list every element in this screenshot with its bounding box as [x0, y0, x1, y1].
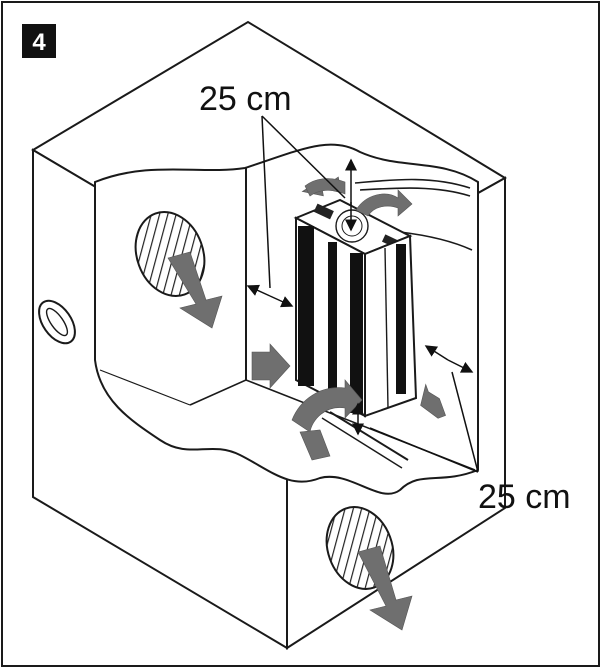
clearance-label-side: 25 cm: [478, 478, 571, 516]
airflow-arrow-icon: [167, 176, 446, 631]
step-badge: 4: [22, 24, 56, 58]
device-unit: [293, 198, 418, 418]
clearance-label-top: 25 cm: [199, 80, 292, 118]
step-number: 4: [32, 29, 46, 56]
door-handle-icon: [38, 299, 76, 345]
dimension-arrow-icon: [246, 115, 479, 473]
